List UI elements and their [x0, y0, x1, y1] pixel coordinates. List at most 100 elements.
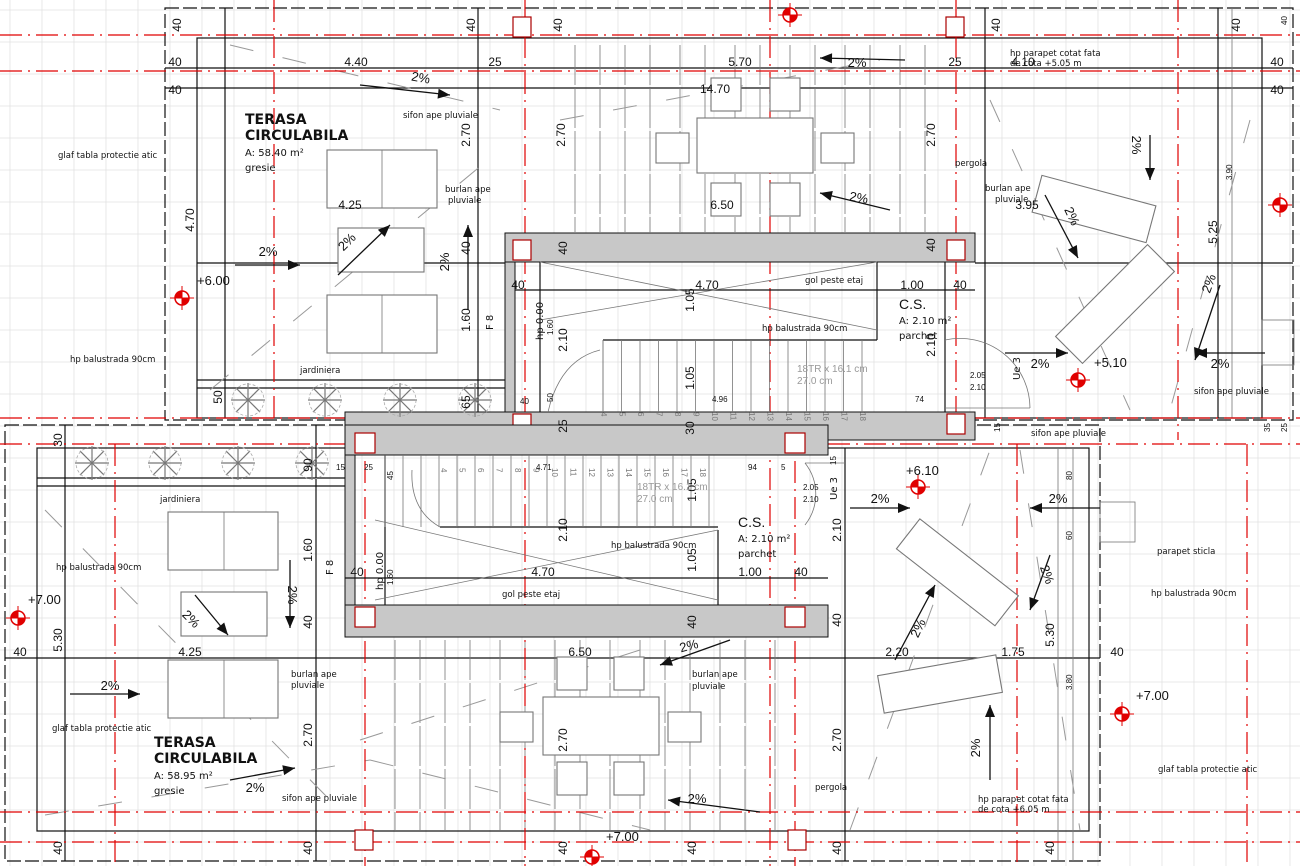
step-number: 16	[821, 412, 830, 421]
slope-arrow-icon	[1195, 348, 1265, 358]
step-number: 18	[858, 412, 867, 421]
stair-dimension: 5	[781, 463, 786, 472]
annotation-note: parapet sticla	[1157, 547, 1215, 557]
dimension-label: 1.00	[900, 278, 924, 292]
dimension-label: 1.60	[459, 308, 473, 332]
dimension-label: 4.40	[344, 55, 368, 69]
dimension-label: 3.95	[1015, 198, 1039, 212]
terrace-title: TERASA	[245, 112, 307, 128]
annotation-note: pluviale	[448, 196, 481, 206]
tree-icon	[458, 383, 492, 417]
dimension-label: 1.05	[685, 548, 699, 572]
tree-icon	[75, 446, 109, 480]
step-number: 12	[747, 412, 756, 421]
stair-start-level: hp 0.00	[535, 302, 546, 340]
door-code: Ue 3	[1012, 357, 1023, 380]
door-height: 2.10	[970, 383, 986, 392]
slope-arrow-icon	[285, 560, 295, 628]
slope-arrow-icon	[194, 594, 229, 636]
dimension-label: 40	[794, 565, 808, 579]
room-name: C.S.	[738, 514, 765, 530]
room-name: C.S.	[899, 296, 926, 312]
dimension-label: 40	[556, 241, 570, 255]
dimension-label: 2.10	[556, 518, 570, 542]
dimension-label: 6.50	[710, 198, 734, 212]
window-code: F 8	[325, 560, 336, 575]
stair-dimension: 4.71	[536, 463, 552, 472]
slope-label: 2%	[259, 244, 278, 259]
annotation-note: burlan ape	[985, 184, 1031, 194]
dimension-label: 40	[13, 645, 27, 659]
dimension-label: 40	[51, 841, 65, 855]
annotation-note: hp balustrada 90cm	[762, 324, 847, 334]
dimension-label: 40	[1110, 645, 1124, 659]
annotation-note: hp balustrada 90cm	[56, 563, 141, 573]
slope-arrow-icon	[819, 190, 891, 211]
slope-arrow-icon	[1145, 135, 1155, 180]
slope-arrow-icon	[235, 260, 300, 270]
step-number: 5	[458, 468, 467, 473]
dimension-label: 1.05	[683, 366, 697, 390]
stair-start-level: hp 0.00	[375, 552, 386, 590]
terrace-finish: gresie	[245, 163, 276, 174]
slope-label: 2%	[437, 252, 452, 271]
annotation-note: pergola	[815, 783, 847, 793]
step-number: 9	[692, 412, 701, 417]
dimension-label: 50	[211, 390, 225, 404]
annotation-note: burlan ape	[445, 185, 491, 195]
dimension-label: 30	[51, 433, 65, 447]
dimension-label: 40	[989, 18, 1003, 32]
slope-arrow-icon	[1029, 554, 1051, 611]
slope-label: 2%	[1061, 204, 1083, 228]
terrace-title: CIRCULABILA	[245, 128, 348, 144]
dimension-label: 6.50	[568, 645, 592, 659]
dimension-label: 15	[829, 456, 838, 465]
dimension-label: 25	[948, 55, 962, 69]
stair-spec: 18TR x 16.1 cm	[797, 364, 868, 375]
stair-dimension: 1.60	[386, 569, 395, 585]
step-number: 5	[618, 412, 627, 417]
tree-icon	[308, 383, 342, 417]
step-number: 4	[599, 412, 608, 417]
slope-arrow-icon	[850, 503, 910, 513]
dimension-label: 40	[551, 18, 565, 32]
dimension-label: 65	[459, 395, 473, 409]
dimension-label: 5.30	[51, 628, 65, 652]
dimension-label: 2.10	[924, 333, 938, 357]
door-height: 2.05	[970, 371, 986, 380]
dimension-label: 40	[301, 615, 315, 629]
slope-arrow-icon	[70, 689, 140, 699]
stair-dimension: 1.60	[546, 319, 555, 335]
elevation-target-icon	[778, 3, 802, 27]
dimension-label: 40	[459, 241, 473, 255]
slope-label: 2%	[1199, 272, 1220, 295]
step-number: 12	[587, 468, 596, 477]
annotation-note: sifon ape pluviale	[403, 111, 478, 121]
dimension-label: 80	[1065, 471, 1074, 480]
annotation-note: sifon ape pluviale	[282, 794, 357, 804]
slope-label: 2%	[871, 491, 890, 506]
slope-arrow-icon	[229, 765, 296, 781]
elevation-target-icon	[1110, 702, 1134, 726]
dimension-label: 40	[1270, 83, 1284, 97]
dimension-label: 3.90	[1225, 164, 1234, 180]
annotation-note: burlan ape	[291, 670, 337, 680]
dimension-label: 40	[830, 613, 844, 627]
dimension-label: 40	[511, 278, 525, 292]
step-number: 6	[476, 468, 485, 473]
stair-dimension: 74	[915, 395, 924, 404]
step-number: 8	[513, 468, 522, 473]
slope-arrow-icon	[819, 53, 906, 64]
terrace-title: CIRCULABILA	[154, 751, 257, 767]
tree-icon	[383, 383, 417, 417]
dimension-label: 4.70	[531, 565, 555, 579]
elevation-label: +7.00	[606, 829, 639, 844]
slope-label: 2%	[678, 636, 700, 655]
slope-lines	[44, 44, 1251, 831]
room-area: A: 2.10 m²	[738, 534, 790, 545]
dimension-label: 40	[301, 841, 315, 855]
dimension-label: 2.70	[554, 123, 568, 147]
slope-label: 2%	[907, 616, 929, 640]
stair-dimension: 4.96	[712, 395, 728, 404]
